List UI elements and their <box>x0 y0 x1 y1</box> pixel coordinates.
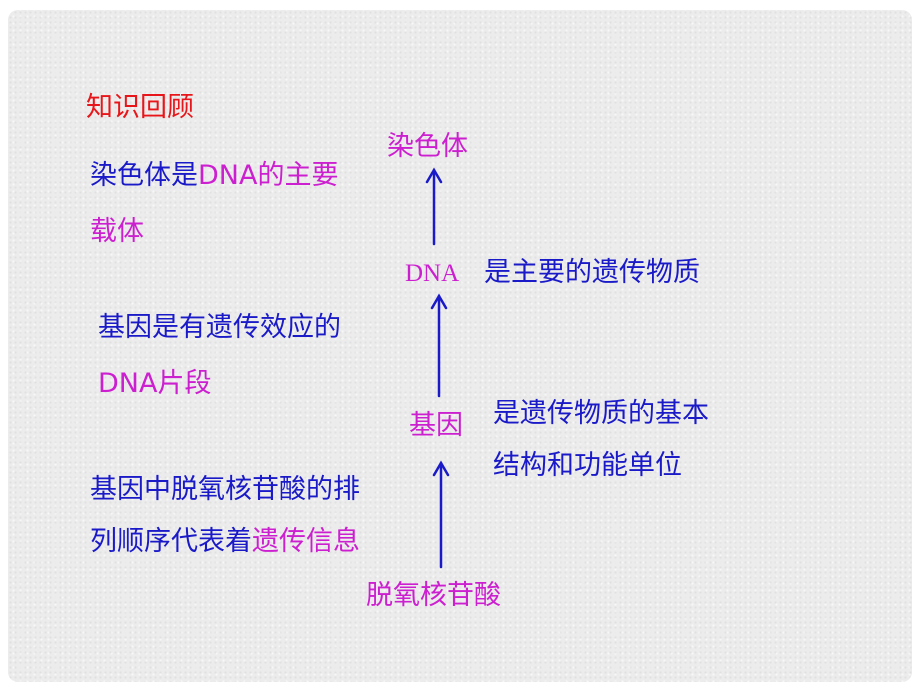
node-nucleotide: 脱氧核苷酸 <box>366 580 501 611</box>
node-chromosome: 染色体 <box>387 131 468 162</box>
nucleotide-note-line2-b: 遗传信息 <box>252 526 360 557</box>
arrow-nucleotide-to-gene <box>432 460 450 569</box>
node-gene: 基因 <box>409 410 463 441</box>
gene-description-line2: 结构和功能单位 <box>493 450 682 481</box>
gene-definition-line2: DNA片段 <box>98 368 212 399</box>
nucleotide-note-line1: 基因中脱氧核苷酸的排 <box>90 474 360 505</box>
chromosome-note-line1: 染色体是DNA的主要 <box>90 160 338 192</box>
arrow-gene-to-dna <box>430 293 448 398</box>
chromosome-note-line1-a: 染色体是 <box>90 160 198 191</box>
dna-description: 是主要的遗传物质 <box>484 257 700 288</box>
arrow-dna-to-chromosome <box>425 167 443 246</box>
nucleotide-note-line2: 列顺序代表着遗传信息 <box>90 526 360 558</box>
chromosome-note-line2: 载体 <box>90 216 144 247</box>
gene-description-line1: 是遗传物质的基本 <box>493 398 709 429</box>
gene-definition-line1: 基因是有遗传效应的 <box>98 312 341 343</box>
nucleotide-note-line2-a: 列顺序代表着 <box>90 526 252 557</box>
section-heading: 知识回顾 <box>86 92 194 123</box>
node-dna: DNA <box>405 260 460 287</box>
slide-background <box>8 10 912 682</box>
chromosome-note-line1-b: DNA的主要 <box>198 160 339 191</box>
